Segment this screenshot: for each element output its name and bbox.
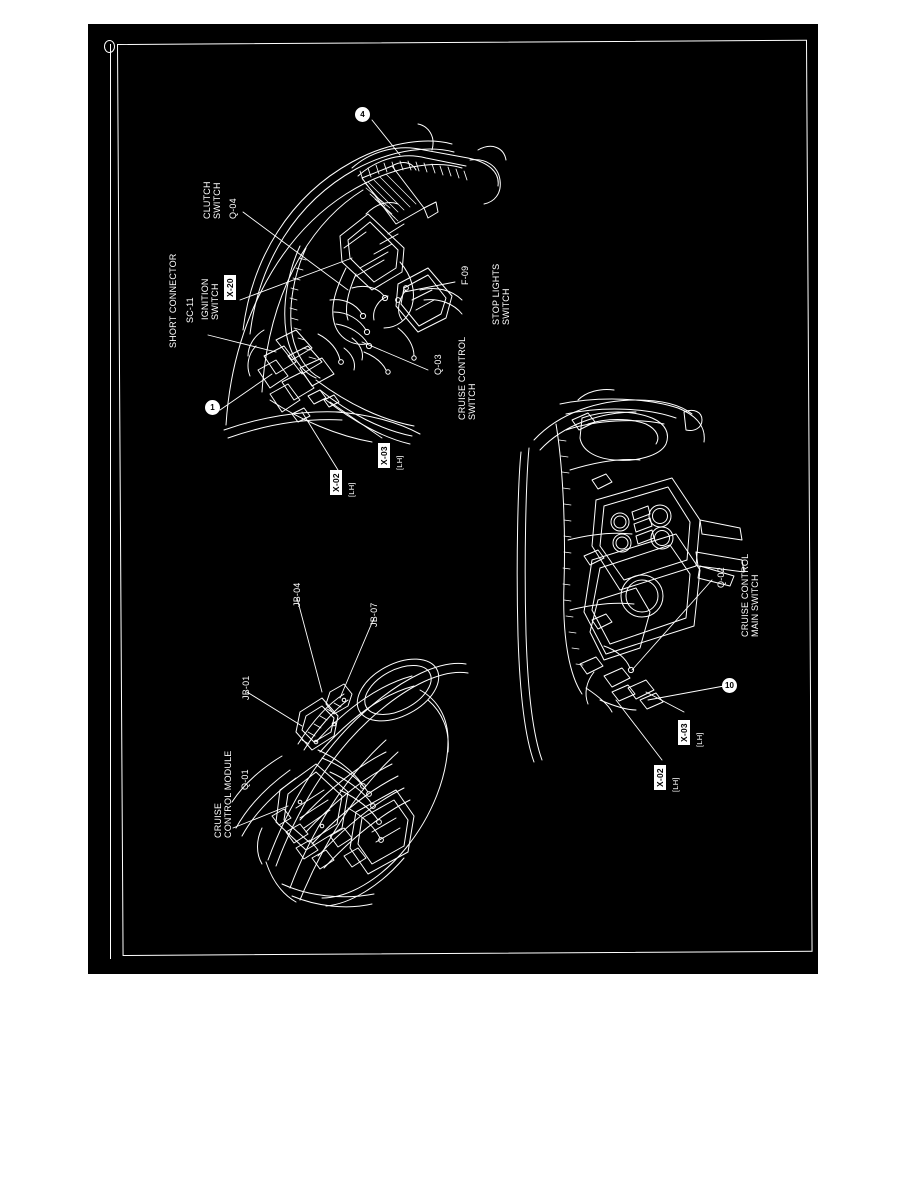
- label-x02-right-side: [LH]: [671, 777, 680, 792]
- label-stop-lights-switch-code: F-09: [460, 265, 470, 285]
- label-cruise-control-module-name: CRUISE CONTROL MODULE: [213, 750, 234, 838]
- label-ignition-switch-name: IGNITION SWITCH: [200, 278, 221, 320]
- label-jb-01: JB-01: [241, 675, 251, 700]
- label-short-connector-name: SHORT CONNECTOR: [168, 253, 178, 348]
- label-clutch-switch-code: Q-04: [228, 198, 238, 219]
- label-cruise-control-module-code: Q-01: [240, 769, 250, 790]
- label-cruise-control-switch-code: Q-03: [433, 354, 443, 375]
- chip-ignition-switch-x20: X-20: [224, 275, 236, 300]
- label-x03-right-side: [LH]: [695, 732, 704, 747]
- label-jb-07: JB-07: [369, 602, 379, 627]
- label-cruise-main-switch-name: CRUISE CONTROL MAIN SWITCH: [740, 553, 761, 637]
- registration-mark-icon: [104, 40, 115, 53]
- label-cruise-control-switch-name: CRUISE CONTROL SWITCH: [457, 336, 478, 420]
- label-stop-lights-switch-name: STOP LIGHTS SWITCH: [491, 263, 512, 325]
- chip-x02-right: X-02: [654, 765, 666, 790]
- label-x02-upper-side: [LH]: [347, 482, 356, 497]
- chip-x02-upper: X-02: [330, 470, 342, 495]
- label-short-connector-code: SC-11: [185, 297, 195, 323]
- callout-10: 10: [722, 678, 737, 693]
- label-jb-04: JB-04: [292, 582, 302, 607]
- label-x03-upper-side: [LH]: [395, 455, 404, 470]
- callout-4: 4: [355, 107, 370, 122]
- label-clutch-switch-name: CLUTCH SWITCH: [202, 181, 223, 219]
- callout-1: 1: [205, 400, 220, 415]
- chip-x03-right: X-03: [678, 720, 690, 745]
- label-cruise-main-switch-code: Q-02: [716, 567, 726, 588]
- chip-x03-upper: X-03: [378, 443, 390, 468]
- drawing-frame-inner-rule: [110, 44, 112, 959]
